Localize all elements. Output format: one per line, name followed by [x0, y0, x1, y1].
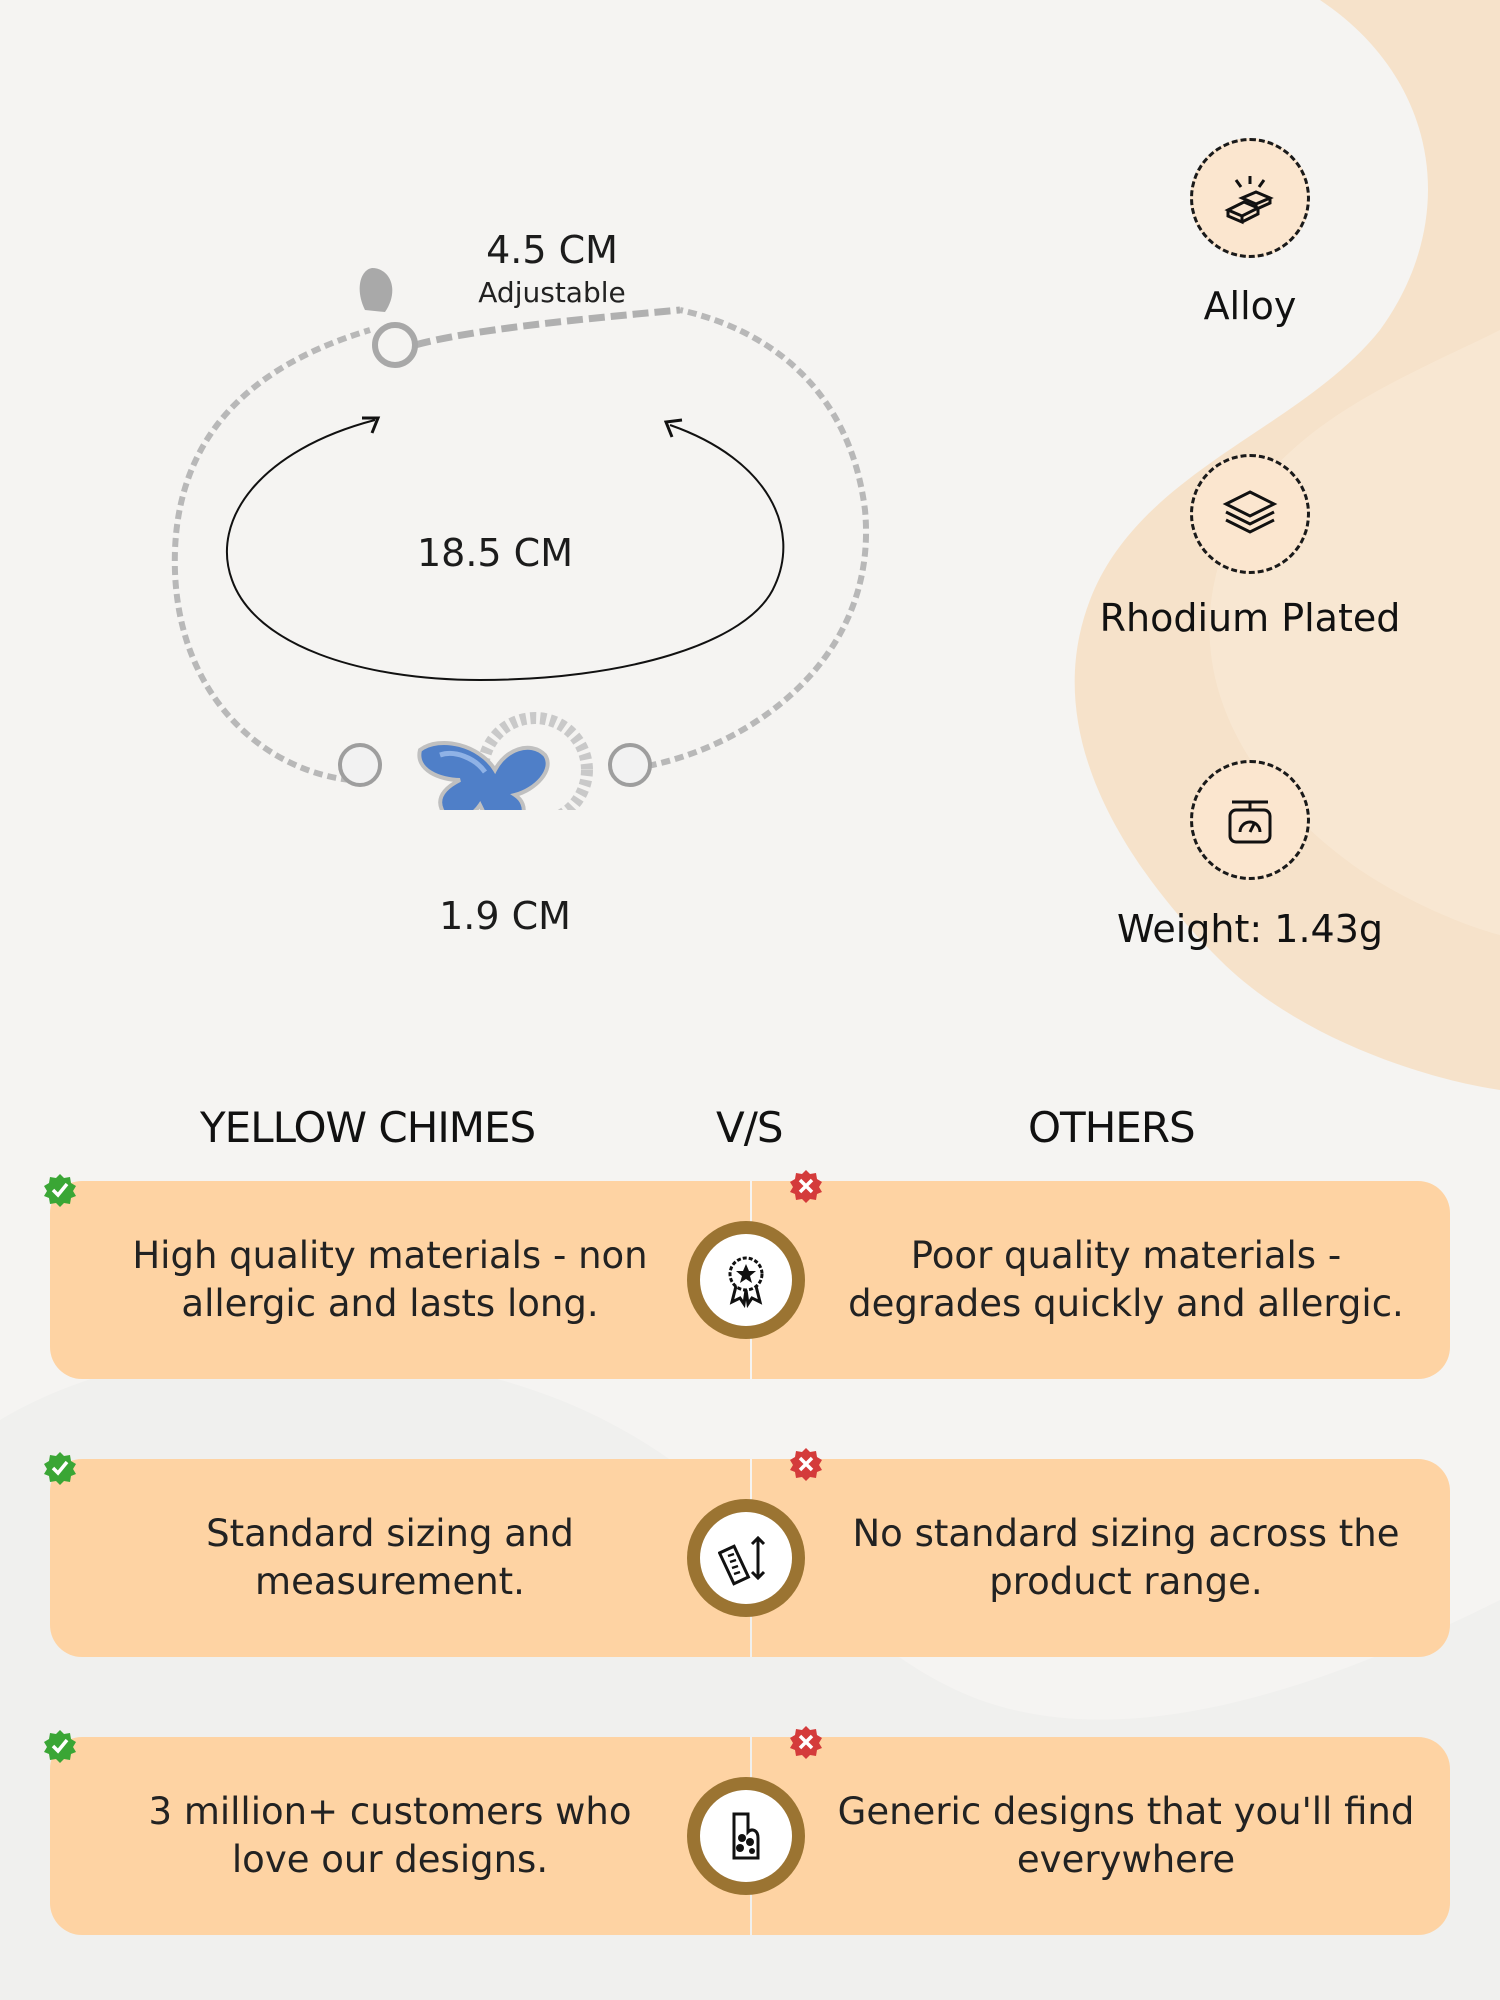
- check-icon: [44, 1174, 76, 1207]
- extender-chain: [414, 306, 681, 349]
- feature-weight-label: Weight: 1.43g: [1117, 907, 1383, 951]
- brand-benefit-card: 3 million+ customers who love our design…: [50, 1737, 750, 1935]
- brand-benefit-card: High quality materials - non allergic an…: [50, 1181, 750, 1379]
- bracelet-illustration: [171, 268, 870, 810]
- others-drawback-card: Generic designs that you'll find everywh…: [752, 1737, 1450, 1935]
- brand-benefit-text: 3 million+ customers who love our design…: [148, 1790, 632, 1881]
- others-drawback-text: Generic designs that you'll find everywh…: [837, 1790, 1415, 1881]
- check-icon: [44, 1452, 76, 1485]
- others-column-heading: OTHERS: [1028, 1103, 1196, 1152]
- ruler-measure-icon: [718, 1535, 766, 1586]
- length-arrow-right: [479, 424, 785, 681]
- bracelet-length-label: 18.5 CM: [416, 531, 573, 575]
- customers-badge: [687, 1777, 805, 1895]
- sizing-badge: [687, 1499, 805, 1617]
- others-drawback-text: No standard sizing across the product ra…: [852, 1512, 1400, 1603]
- brand-column-heading: YELLOW CHIMES: [200, 1103, 536, 1152]
- blue-butterfly-stone: [417, 740, 550, 810]
- feature-plating-label: Rhodium Plated: [1099, 596, 1401, 640]
- gold-bars-icon: [1190, 138, 1310, 258]
- check-icon: [44, 1730, 76, 1763]
- versus-heading: V/S: [716, 1103, 784, 1152]
- brand-benefit-text: High quality materials - non allergic an…: [132, 1234, 648, 1325]
- adjustable-label: Adjustable: [478, 276, 626, 309]
- feature-material-label: Alloy: [1203, 284, 1297, 328]
- hand-with-bracelet-icon: [732, 1812, 760, 1860]
- left-crystal: [338, 743, 382, 787]
- weighing-scale-icon: [1190, 760, 1310, 880]
- layers-icon: [1190, 454, 1310, 574]
- clasp-ring: [372, 322, 418, 368]
- others-drawback-card: Poor quality materials - degrades quickl…: [752, 1181, 1450, 1379]
- quality-rosette-icon: [728, 1256, 764, 1308]
- bracelet-chain-right: [619, 307, 870, 773]
- extension-length-label: 4.5 CM: [486, 228, 618, 272]
- pendant-width-label: 1.9 CM: [439, 894, 571, 938]
- brand-benefit-card: Standard sizing and measurement.: [50, 1459, 750, 1657]
- bracelet-chain: [171, 327, 371, 783]
- right-crystal: [608, 743, 652, 787]
- cross-icon: [790, 1726, 822, 1759]
- quality-badge: [687, 1221, 805, 1339]
- cross-icon: [790, 1448, 822, 1481]
- length-arrow-left: [226, 419, 481, 681]
- cross-icon: [790, 1170, 822, 1203]
- others-drawback-text: Poor quality materials - degrades quickl…: [848, 1234, 1404, 1325]
- clasp-drop: [359, 268, 393, 312]
- others-drawback-card: No standard sizing across the product ra…: [752, 1459, 1450, 1657]
- brand-benefit-text: Standard sizing and measurement.: [206, 1512, 574, 1603]
